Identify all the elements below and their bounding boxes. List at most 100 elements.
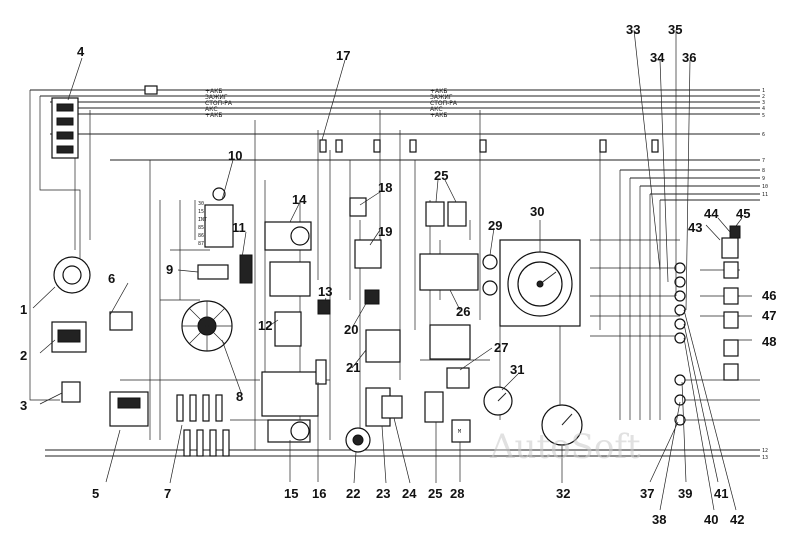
relay-block — [354, 239, 382, 269]
callout-32: 32 — [556, 486, 570, 501]
ignition-switch — [204, 204, 234, 248]
callout-14: 14 — [292, 192, 307, 207]
bus-number: 6 — [762, 132, 765, 138]
callout-27: 27 — [494, 340, 508, 355]
callout-26: 26 — [456, 304, 470, 319]
callout-25b: 25 — [428, 486, 442, 501]
callout-lines — [32, 29, 752, 511]
sensor — [61, 381, 81, 403]
bus-number: 12 — [762, 448, 768, 454]
callout-30: 30 — [530, 204, 544, 219]
bus-label: +АКБ — [430, 88, 448, 95]
callout-34: 34 — [650, 50, 665, 65]
bus-numbers: 1 2 3 4 5 6 7 8 9 10 11 12 13 — [762, 88, 768, 461]
callout-numbers: 1 2 3 4 5 6 7 8 9 10 11 12 13 14 15 16 1… — [20, 22, 776, 527]
lamp — [447, 201, 467, 227]
callout-39: 39 — [678, 486, 692, 501]
callout-4: 4 — [77, 44, 85, 59]
bus-label: +АКБ — [205, 88, 223, 95]
lamp — [723, 311, 739, 329]
spark-plugs — [176, 394, 230, 457]
callout-21: 21 — [346, 360, 360, 375]
lamp — [723, 363, 739, 381]
callout-46: 46 — [762, 288, 776, 303]
lamp — [723, 339, 739, 357]
callout-45: 45 — [736, 206, 750, 221]
lamp — [723, 287, 739, 305]
bus-label: АКС — [430, 106, 443, 113]
callout-17: 17 — [336, 48, 350, 63]
bus-label: АКС — [205, 106, 218, 113]
electric-motor — [451, 419, 471, 443]
lamp — [723, 261, 739, 279]
callout-48: 48 — [762, 334, 776, 349]
bus-number: 4 — [762, 106, 765, 112]
connector-block — [674, 262, 686, 426]
callout-38: 38 — [652, 512, 666, 527]
bus-number: 2 — [762, 94, 765, 100]
washer-motor — [381, 395, 403, 419]
callout-44: 44 — [704, 206, 719, 221]
callout-10: 10 — [228, 148, 242, 163]
switch-lever — [274, 311, 302, 347]
callout-16: 16 — [312, 486, 326, 501]
callout-43: 43 — [688, 220, 702, 235]
terminal-label: 15 — [198, 209, 204, 215]
terminal-label: 87 — [198, 241, 204, 247]
bus-number: 11 — [762, 192, 768, 198]
relay — [429, 324, 471, 360]
terminal-label: INT — [198, 217, 207, 223]
callout-8: 8 — [236, 389, 243, 404]
components: 30 15 INT 85 86 87 — [51, 97, 741, 457]
relay — [365, 329, 401, 363]
callout-40: 40 — [704, 512, 718, 527]
bus-number: 10 — [762, 184, 768, 190]
callout-29: 29 — [488, 218, 502, 233]
bus-label: ЗАЖИГ — [430, 94, 453, 101]
callout-20: 20 — [344, 322, 358, 337]
starter — [109, 391, 149, 427]
callout-22: 22 — [346, 486, 360, 501]
callout-19: 19 — [378, 224, 392, 239]
bus-lines: +АКБ ЗАЖИГ СТОП-РА АКС +АКБ +АКБ ЗАЖИГ С… — [30, 85, 760, 457]
bus-number: 9 — [762, 176, 765, 182]
callout-35: 35 — [668, 22, 682, 37]
watermark: AutoSoft — [489, 427, 641, 467]
bus-number: 7 — [762, 158, 765, 164]
bus-label: ЗАЖИГ — [205, 94, 228, 101]
indicator-lamp — [482, 254, 498, 270]
callout-12: 12 — [258, 318, 272, 333]
lamp — [425, 201, 445, 227]
commutator — [239, 254, 253, 284]
callout-47: 47 — [762, 308, 776, 323]
callout-24: 24 — [402, 486, 417, 501]
callout-18: 18 — [378, 180, 392, 195]
terminal-label: 86 — [198, 233, 204, 239]
brake-light-switch — [349, 197, 367, 217]
callout-7: 7 — [164, 486, 171, 501]
resistor — [315, 359, 327, 385]
sensor — [729, 225, 741, 239]
relay — [109, 311, 133, 331]
callout-28: 28 — [450, 486, 464, 501]
switch-block — [269, 261, 311, 297]
light-switch — [419, 253, 479, 291]
callout-23: 23 — [376, 486, 390, 501]
sensor — [364, 289, 380, 305]
callout-37: 37 — [640, 486, 654, 501]
callout-33: 33 — [626, 22, 640, 37]
lamp — [424, 391, 444, 423]
bus-number: 13 — [762, 455, 768, 461]
bus-label: СТОП-РА — [430, 100, 458, 107]
switch — [317, 299, 331, 315]
callout-31: 31 — [510, 362, 524, 377]
callout-6: 6 — [108, 271, 115, 286]
bus-label: +АКБ — [205, 112, 223, 119]
bus-label: +АКБ — [430, 112, 448, 119]
bus-number: 5 — [762, 113, 765, 119]
bus-number: 3 — [762, 100, 765, 106]
bus-number: 1 — [762, 88, 765, 94]
bus-label: СТОП-РА — [205, 100, 233, 107]
callout-1: 1 — [20, 302, 27, 317]
